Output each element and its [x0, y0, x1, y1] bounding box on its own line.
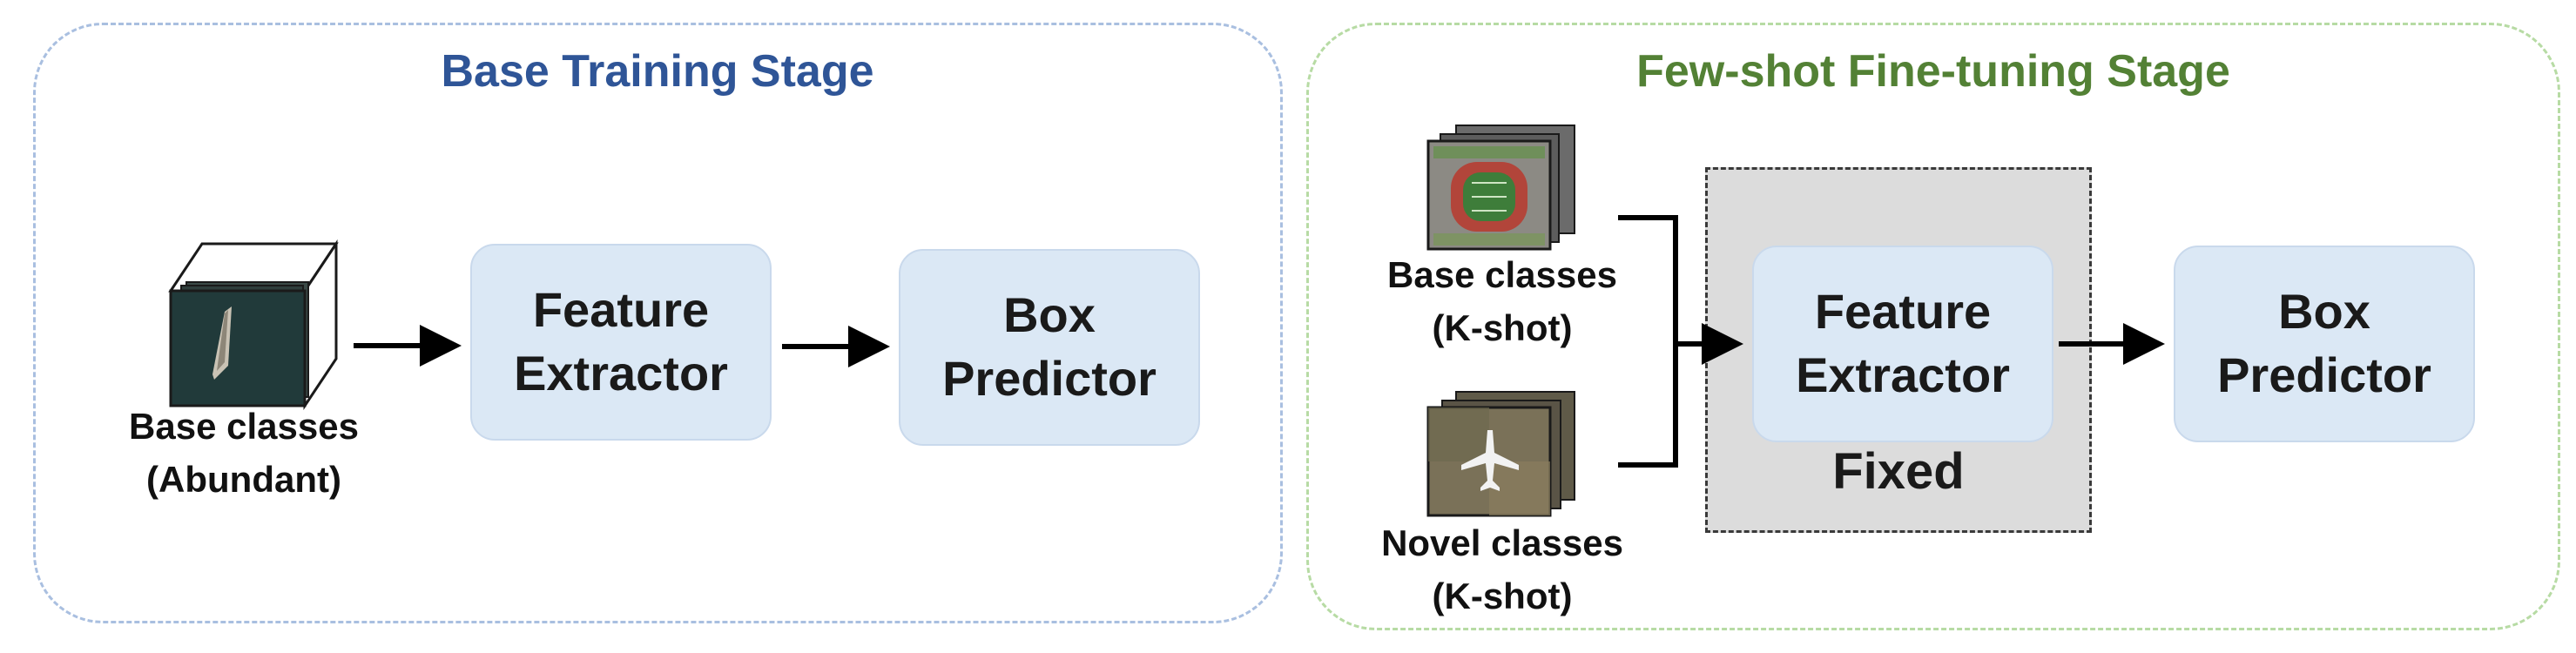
- finetune-box-predictor-box: Box Predictor: [2174, 246, 2475, 442]
- finetune-box-predictor-line1: Box: [2278, 284, 2370, 340]
- base-feature-extractor-box: Feature Extractor: [470, 244, 772, 441]
- base-feature-extractor-line2: Extractor: [514, 346, 728, 401]
- finetune-novel-image-stack: [1426, 391, 1575, 517]
- finetune-base-caption: Base classes (K-shot): [1345, 249, 1659, 355]
- fine-tuning-title: Few-shot Fine-tuning Stage: [1636, 46, 2230, 97]
- base-training-panel: [33, 23, 1283, 623]
- base-box-predictor-box: Box Predictor: [899, 249, 1200, 446]
- base-feature-extractor-line1: Feature: [532, 282, 710, 338]
- finetune-novel-caption-line2: (K-shot): [1432, 575, 1573, 616]
- finetune-feature-extractor-box: Feature Extractor: [1752, 246, 2053, 442]
- base-box-predictor-line2: Predictor: [942, 351, 1157, 406]
- base-box-predictor-line1: Box: [1003, 287, 1096, 343]
- base-training-title: Base Training Stage: [441, 46, 874, 97]
- stadium-icon: [1433, 146, 1545, 246]
- base-input-caption-line1: Base classes: [129, 406, 359, 447]
- ship-icon: [212, 306, 232, 380]
- finetune-novel-caption: Novel classes (K-shot): [1345, 517, 1659, 623]
- base-input-caption-line2: (Abundant): [146, 458, 341, 500]
- base-image-stack: [168, 239, 339, 410]
- finetune-base-caption-line1: Base classes: [1387, 254, 1617, 295]
- merge-bracket: [1618, 215, 1678, 468]
- finetune-box-predictor-line2: Predictor: [2217, 347, 2431, 402]
- finetune-feature-extractor-line1: Feature: [1814, 284, 1992, 340]
- fixed-label: Fixed: [1832, 443, 1965, 500]
- finetune-feature-extractor-line2: Extractor: [1796, 347, 2010, 402]
- fine-tuning-panel: [1306, 23, 2560, 630]
- finetune-base-image-stack: [1426, 125, 1575, 251]
- finetune-base-caption-line2: (K-shot): [1432, 306, 1573, 348]
- base-input-caption: Base classes (Abundant): [87, 401, 401, 507]
- airplane-icon: [1461, 430, 1519, 491]
- finetune-novel-caption-line1: Novel classes: [1381, 522, 1623, 563]
